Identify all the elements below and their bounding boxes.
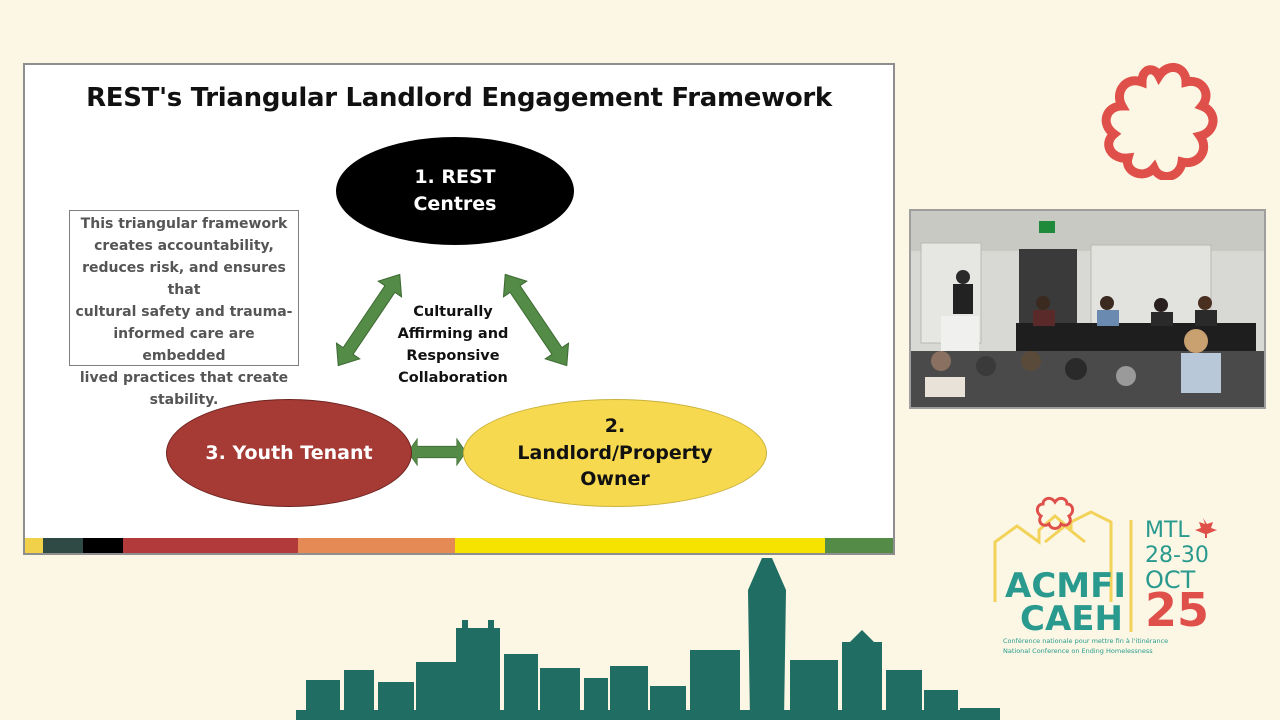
flower-emblem-icon xyxy=(1101,63,1218,180)
node-rest-centres: 1. REST Centres xyxy=(336,137,574,245)
stripe-segment xyxy=(455,538,826,553)
stripe-segment xyxy=(297,538,456,553)
stripe-segment xyxy=(82,538,123,553)
logo-city: MTL xyxy=(1145,518,1190,543)
framework-description: This triangular framework creates accoun… xyxy=(69,210,299,408)
presentation-slide: REST's Triangular Landlord Engagement Fr… xyxy=(23,63,895,555)
logo-houses-icon xyxy=(993,496,1217,632)
stripe-segment xyxy=(25,538,43,553)
logo-dates: 28-30 xyxy=(1145,543,1209,568)
arrow-youth-landlord xyxy=(407,438,467,466)
montreal-skyline xyxy=(296,558,1000,720)
logo-tagline-en: National Conference on Ending Homelessne… xyxy=(1003,647,1153,655)
logo-caeh: CAEH xyxy=(1020,599,1123,639)
speaker-video-feed[interactable] xyxy=(909,209,1266,409)
stripe-segment xyxy=(42,538,83,553)
stripe-segment xyxy=(825,538,893,553)
logo-acmfi: ACMFI xyxy=(1005,566,1126,606)
color-stripe xyxy=(25,538,893,553)
logo-month: OCT xyxy=(1145,566,1196,594)
slide-title: REST's Triangular Landlord Engagement Fr… xyxy=(86,83,832,113)
stripe-segment xyxy=(122,538,298,553)
node-youth-tenant: 3. Youth Tenant xyxy=(166,399,412,507)
collaboration-label: Culturally Affirming and Responsive Coll… xyxy=(397,304,509,386)
panel-room-image xyxy=(911,211,1264,407)
node-landlord-owner: 2. Landlord/Property Owner xyxy=(463,399,767,507)
logo-year: 25 xyxy=(1145,583,1210,637)
logo-tagline-fr: Conférence nationale pour mettre fin à l… xyxy=(1003,637,1169,645)
conference-logo: ACMFI CAEH MTL 28-30 OCT 25 Conférence n… xyxy=(985,492,1225,662)
